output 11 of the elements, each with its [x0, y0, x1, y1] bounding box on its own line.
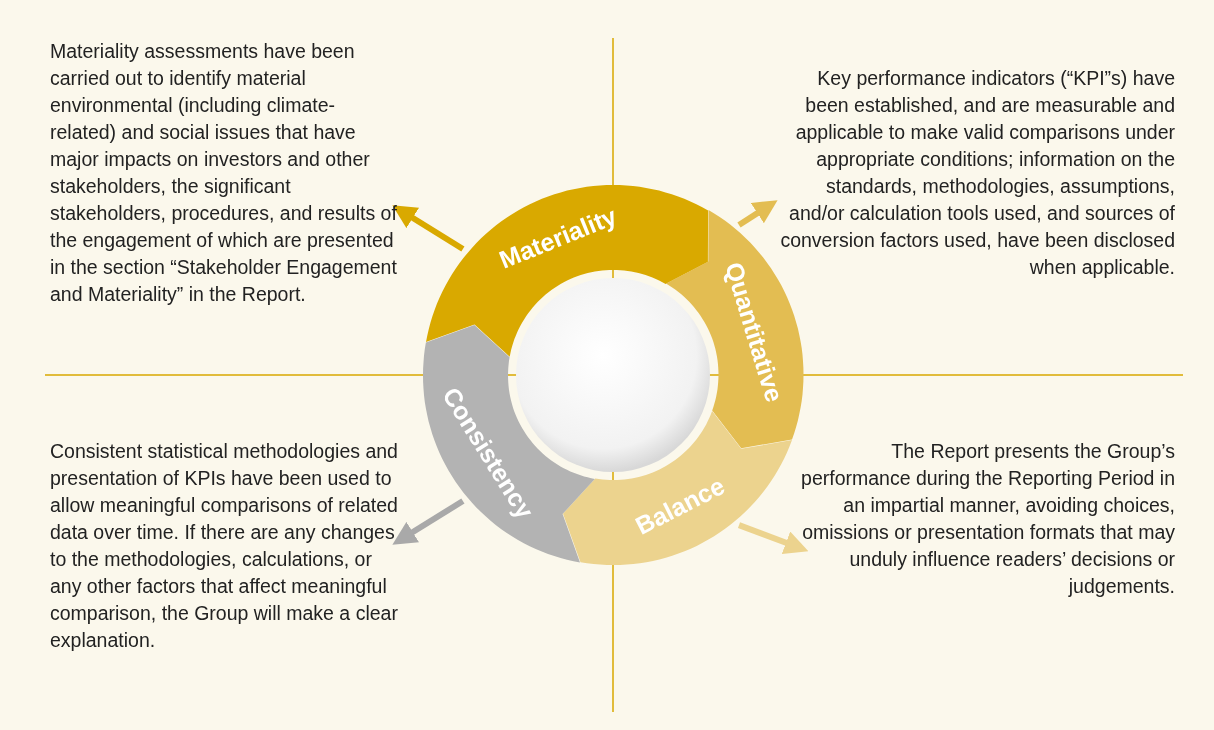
description-text: Key performance indicators (“KPI”s) have been established, and are measurable and applicable to make valid comparisons under appropriate conditions; information on the standards, methodologies, assumptions, and/or calculation tools used, and sources of conversion factors used, have been disclosed when applicable.: [770, 65, 1175, 281]
arrow: [392, 205, 465, 252]
description-text: The Report presents the Group’s performance during the Reporting Period in an impartial manner, avoiding choices, omissions or presentation formats that may unduly influence readers’ decisions or judgements.: [800, 438, 1175, 600]
description-text: Consistent statistical methodologies and presentation of KPIs have been used to allow meaningful comparisons of related data over time. If there are any changes to the methodologies, calculations, or any other factors that affect meaningful comparison, the Group will make a clear explanation.: [50, 438, 400, 654]
arrow: [737, 200, 778, 228]
ring-segment: [562, 410, 792, 565]
arrow: [737, 522, 809, 554]
ring-segment: [425, 185, 708, 357]
arrow: [392, 498, 465, 545]
description-text: Materiality assessments have been carried out to identify material environmental (including climate-related) and social issues that have major impacts on investors and other stakeholders, the significant stakeholders, procedures, and results of the engagement of which are presented in the section “Stakeholder Engagement and Materiality” in the Report.: [50, 38, 400, 308]
ring-segment: [423, 324, 595, 563]
